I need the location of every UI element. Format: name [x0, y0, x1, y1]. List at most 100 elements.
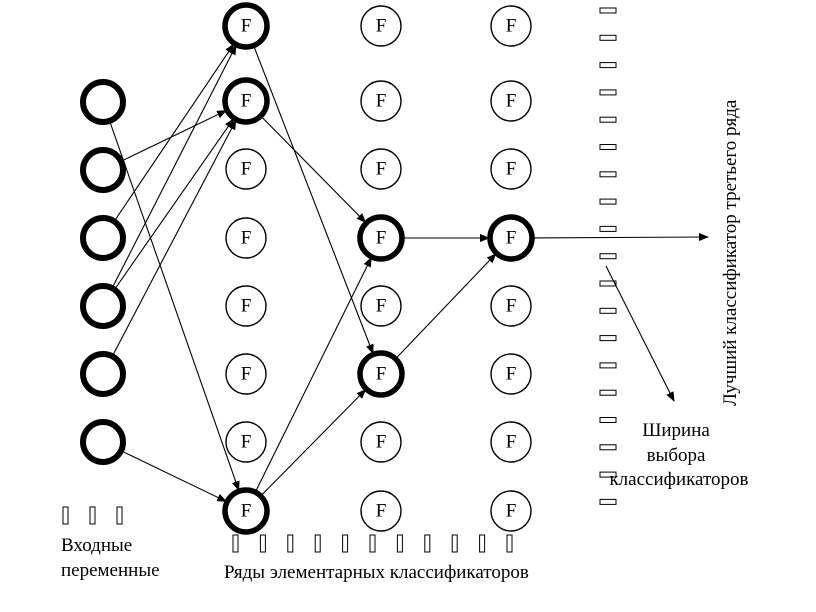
connection-arrow	[121, 450, 228, 502]
ellipsis-marker	[451, 534, 458, 553]
ellipsis-marker	[342, 534, 349, 553]
selected-classifier-node	[222, 77, 270, 125]
classifier-label: F	[376, 159, 387, 180]
ellipsis-marker	[479, 534, 486, 553]
classifier-label: F	[376, 296, 387, 317]
classifier-node	[225, 217, 267, 259]
classifier-node	[225, 421, 267, 463]
ellipsis-marker	[89, 506, 96, 525]
inputs-caption-line2: переменные	[61, 560, 160, 581]
ellipsis-marker	[599, 144, 617, 150]
best-classifier-caption: Лучший классификатор третьего ряда	[720, 99, 741, 406]
connection-arrow	[112, 119, 237, 356]
rows-caption: Ряды элементарных классификаторов	[224, 562, 529, 583]
classifier-label: F	[241, 364, 252, 385]
classifier-label: F	[376, 432, 387, 453]
ellipsis-marker	[599, 7, 617, 14]
input-node	[80, 351, 126, 397]
connection-arrow	[254, 256, 372, 493]
classifier-label: F	[506, 501, 517, 522]
connection-arrow	[605, 265, 675, 402]
connection-arrow	[531, 233, 709, 242]
input-node	[80, 283, 126, 329]
classifier-label: F	[241, 501, 252, 522]
ellipsis-marker	[599, 444, 617, 451]
ellipsis-marker	[314, 534, 321, 553]
connection-arrow	[260, 388, 367, 497]
ellipsis-marker	[62, 506, 69, 525]
selected-classifier-node	[357, 214, 405, 262]
ellipsis-marker	[599, 171, 617, 178]
input-node	[80, 419, 126, 465]
ellipsis-marker	[599, 89, 617, 96]
classifier-node	[360, 285, 402, 327]
classifier-label: F	[241, 228, 252, 249]
classifier-label: F	[376, 501, 387, 522]
classifier-node	[490, 80, 532, 122]
ellipsis-marker	[424, 534, 431, 553]
ellipsis-marker	[599, 225, 617, 232]
inputs-caption-line1: Входные	[61, 535, 132, 556]
selected-classifier-node	[487, 214, 535, 262]
classifier-label: F	[376, 228, 387, 249]
classifier-label: F	[376, 91, 387, 112]
connection-arrow	[260, 115, 367, 224]
width-caption-line2: выбора	[647, 445, 706, 466]
ellipsis-marker	[599, 417, 617, 423]
ellipsis-marker	[369, 534, 376, 553]
ellipsis-marker	[599, 198, 617, 205]
ellipsis-marker	[232, 534, 239, 553]
ellipsis-marker	[599, 116, 617, 123]
classifier-label: F	[506, 432, 517, 453]
connection-arrow	[114, 118, 234, 290]
classifier-label: F	[506, 228, 517, 249]
ellipsis-marker	[506, 534, 513, 553]
classifier-node	[225, 148, 267, 190]
ellipsis-marker	[259, 534, 266, 553]
connection-arrow	[253, 45, 374, 355]
classifier-label: F	[506, 296, 517, 317]
ellipsis-marker	[599, 471, 617, 478]
classifier-label: F	[506, 16, 517, 37]
connection-arrow	[121, 110, 228, 162]
classifier-node	[490, 285, 532, 327]
selected-classifier-node	[222, 2, 270, 50]
ellipsis-marker	[599, 34, 617, 41]
classifier-label: F	[241, 159, 252, 180]
connection-arrow	[112, 44, 237, 288]
classifier-node	[490, 5, 532, 47]
connection-arrow	[395, 253, 497, 360]
classifier-node	[360, 5, 402, 47]
ellipsis-marker	[599, 498, 617, 505]
connection-arrow	[109, 121, 240, 492]
selected-classifier-node	[357, 350, 405, 398]
classifier-node	[490, 421, 532, 463]
ellipsis-marker	[599, 307, 617, 314]
ellipsis-marker	[287, 534, 294, 553]
classifier-node	[360, 490, 402, 532]
width-caption-line1: Ширина	[642, 420, 710, 441]
ellipsis-markers	[62, 7, 617, 553]
classifier-label: F	[241, 91, 252, 112]
width-caption-line3: классификаторов	[609, 469, 748, 490]
classifier-node	[225, 285, 267, 327]
connections	[109, 43, 709, 502]
ellipsis-marker	[599, 335, 617, 342]
classifier-label: F	[506, 91, 517, 112]
ellipsis-marker	[599, 280, 617, 287]
classifier-node	[360, 80, 402, 122]
selected-classifier-node	[222, 487, 270, 535]
classifier-label: F	[506, 364, 517, 385]
classifier-node	[360, 421, 402, 463]
input-node	[80, 147, 126, 193]
input-node	[80, 79, 126, 125]
classifier-node	[360, 148, 402, 190]
classifier-node	[225, 353, 267, 395]
ellipsis-marker	[116, 506, 123, 525]
classifier-label: F	[376, 364, 387, 385]
ellipsis-marker	[599, 62, 617, 69]
classifier-label: F	[241, 296, 252, 317]
classifier-node	[490, 353, 532, 395]
